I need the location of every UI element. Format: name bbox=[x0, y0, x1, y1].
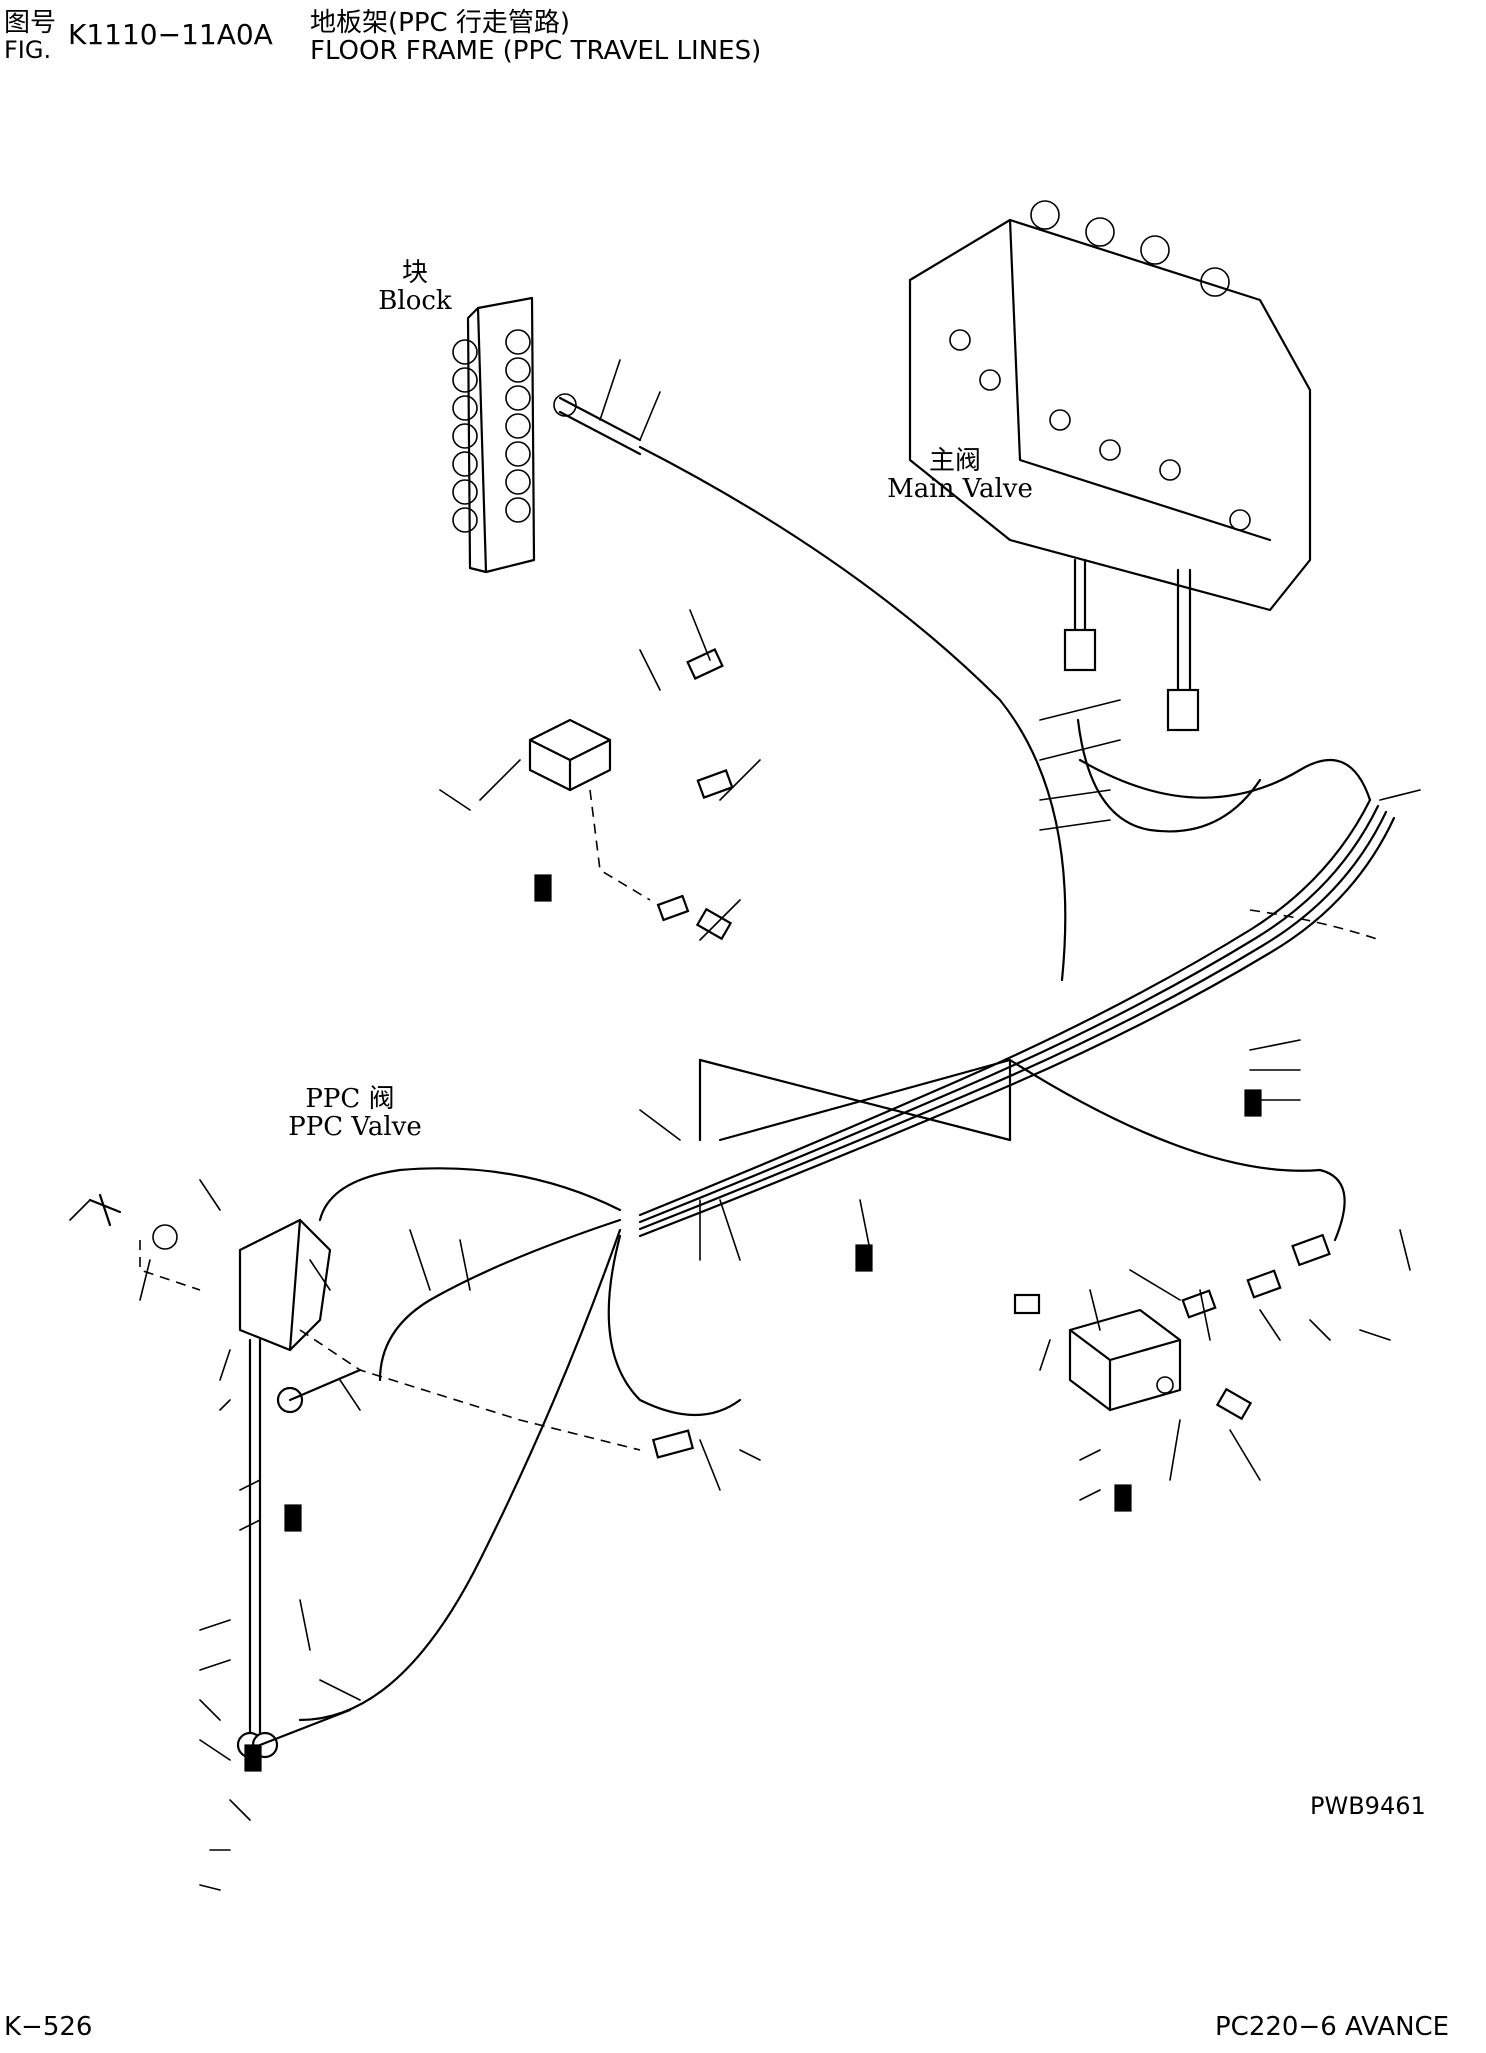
main-valve-label-en: Main Valve bbox=[887, 474, 1033, 504]
ppc-valve bbox=[88, 1193, 362, 1772]
fig-label-en: FIG. bbox=[4, 36, 52, 64]
right-manifold-block bbox=[1068, 1308, 1182, 1412]
block-manifold bbox=[452, 296, 1067, 982]
page-number: K−526 bbox=[4, 2012, 93, 2042]
dashed-leaders bbox=[139, 789, 1381, 1451]
leader-lines bbox=[69, 359, 1421, 1891]
fig-number: K1110−11A0A bbox=[68, 18, 273, 51]
hose-bundle bbox=[298, 718, 1396, 1722]
title-cn: 地板架(PPC 行走管路) bbox=[310, 8, 571, 38]
ppc-valve-label-cn: PPC 阀 bbox=[305, 1084, 395, 1114]
main-valve-label-cn: 主阀 bbox=[928, 446, 981, 476]
drawing-code: PWB9461 bbox=[1310, 1792, 1426, 1820]
main-valve bbox=[908, 200, 1312, 732]
block-label-cn: 块 bbox=[401, 258, 428, 288]
fittings bbox=[244, 648, 1331, 1772]
ppc-valve-label-en: PPC Valve bbox=[288, 1112, 422, 1142]
title-en: FLOOR FRAME (PPC TRAVEL LINES) bbox=[310, 36, 762, 66]
left-small-block bbox=[528, 718, 612, 792]
fig-label-cn: 图号 bbox=[4, 8, 57, 38]
block-label-en: Block bbox=[378, 286, 452, 316]
model-name: PC220−6 AVANCE bbox=[1215, 2012, 1450, 2042]
